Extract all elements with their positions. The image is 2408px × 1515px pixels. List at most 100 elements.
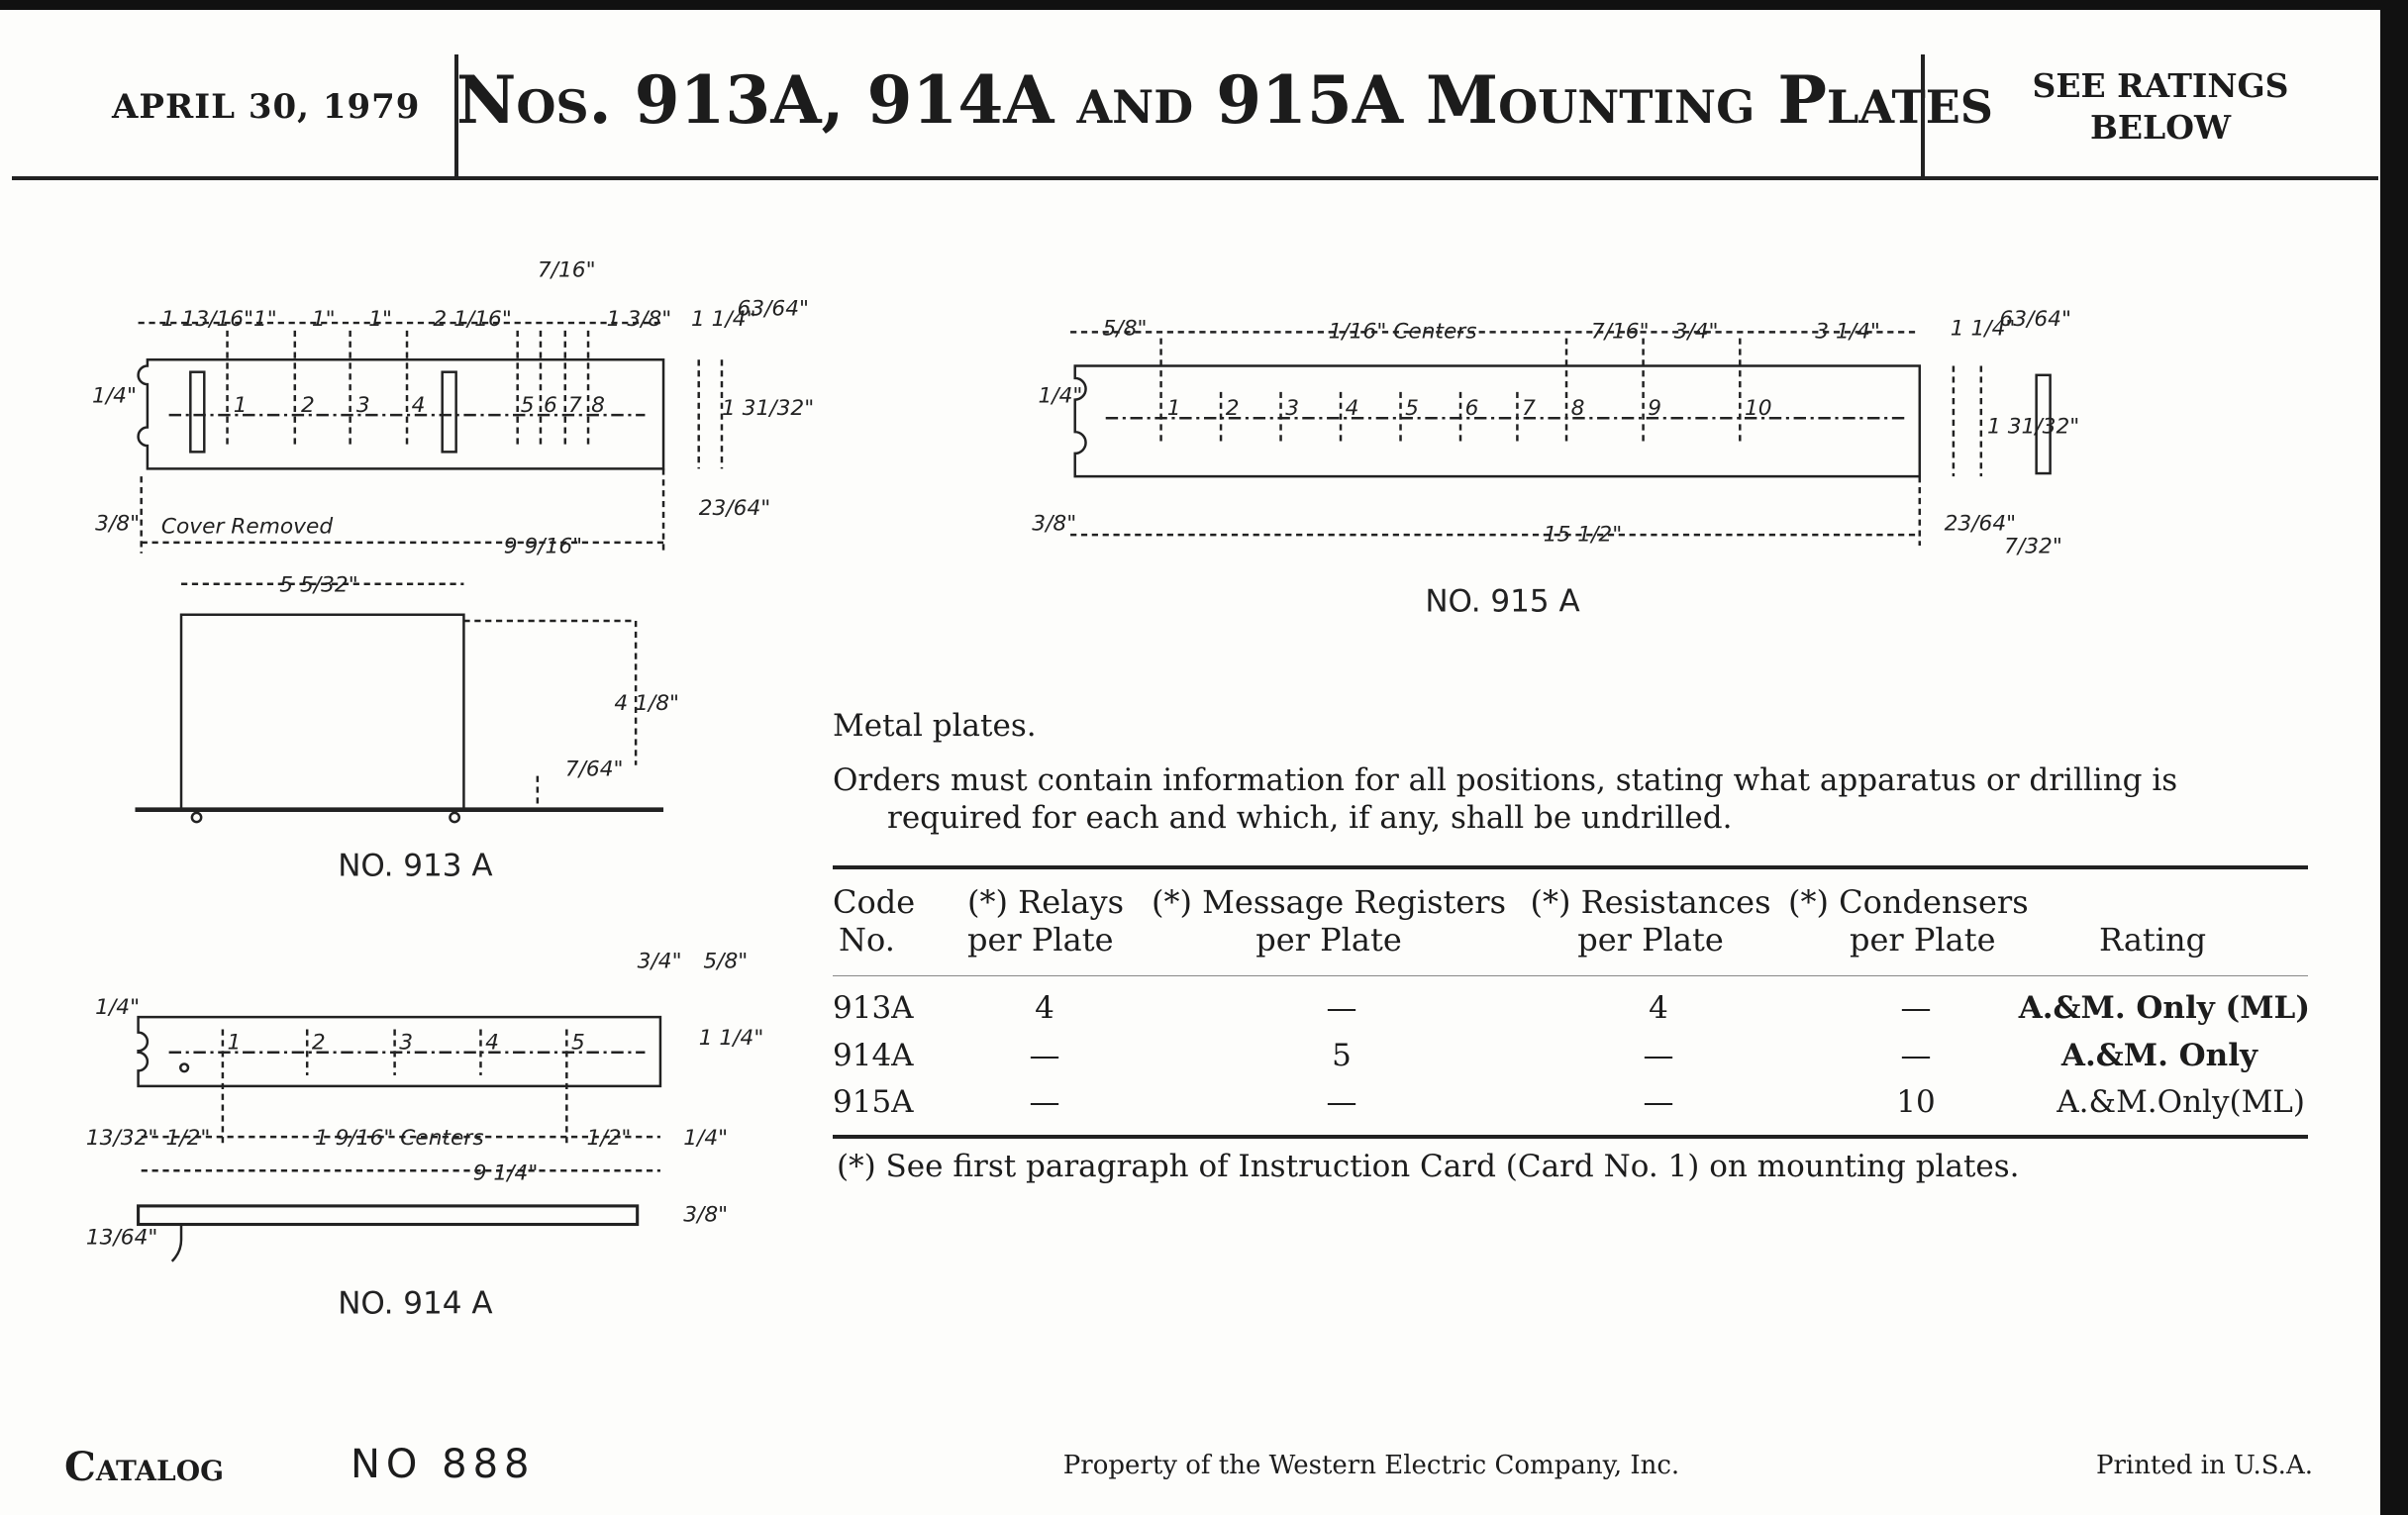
- position-number: 1: [228, 1031, 242, 1056]
- header-rating: Rating: [2099, 921, 2207, 959]
- drawing-label-914a: NO. 914 A: [338, 1285, 492, 1321]
- dim-label: 1/2": [166, 1126, 211, 1151]
- position-number: 7: [1522, 396, 1536, 421]
- position-number: 2: [312, 1031, 326, 1056]
- position-number: 7: [568, 393, 582, 418]
- dim-label: 1": [253, 307, 277, 332]
- dim-label: 23/64": [1945, 511, 2017, 536]
- dim-label: 1/4": [683, 1126, 728, 1151]
- drawing-label-913a: NO. 913 A: [338, 848, 492, 883]
- scan-edge-top: [0, 0, 2408, 10]
- scan-edge-right: [2380, 0, 2408, 1515]
- position-number: 5: [571, 1031, 585, 1056]
- dim-label: 1 31/32": [1987, 415, 2079, 440]
- header-rule: [833, 975, 2308, 976]
- dim-label: 4 1/8": [614, 691, 679, 716]
- dim-label: 7/16": [1591, 320, 1650, 345]
- footnote: (*) See first paragraph of Instruction C…: [837, 1149, 2020, 1184]
- page-title: Nos. 913A, 914A and 915A Mounting Plates: [456, 61, 1994, 139]
- dim-label: 23/64": [699, 496, 771, 521]
- ratings-line1: SEE RATINGS: [2032, 66, 2289, 105]
- position-number: 2: [1226, 396, 1240, 421]
- dim-label: 63/64": [737, 296, 809, 321]
- issue-date: APRIL 30, 1979: [112, 87, 421, 127]
- dim-label: 2 1/16": [433, 307, 511, 332]
- catalog-label: Catalog: [64, 1444, 225, 1490]
- dim-label: 7/64": [565, 758, 624, 782]
- dim-label: 63/64": [1999, 307, 2071, 332]
- dim-label: 1/2": [586, 1126, 631, 1151]
- plate-913a-top-view: [137, 321, 724, 810]
- dim-label: 3/8": [683, 1202, 728, 1227]
- position-number: 6: [1465, 396, 1479, 421]
- dim-label: 1/4": [92, 384, 137, 409]
- dim-label: 15 1/2": [1544, 522, 1622, 547]
- dim-label: 7/32": [2004, 535, 2062, 559]
- dim-label: 3/8": [95, 511, 140, 536]
- position-number: 3: [399, 1031, 413, 1056]
- position-number: 2: [301, 393, 315, 418]
- position-number: 5: [1405, 396, 1419, 421]
- position-number: 4: [1346, 396, 1359, 421]
- position-number: 10: [1745, 396, 1772, 421]
- position-number: 4: [412, 393, 426, 418]
- printed-in: Printed in U.S.A.: [2095, 1451, 2313, 1480]
- position-number: 5: [521, 393, 535, 418]
- dim-label: 1": [312, 307, 336, 332]
- plate-915a-top-view: [1070, 331, 2052, 546]
- metal-plates-text: Metal plates.: [833, 708, 1037, 744]
- dim-label: 13/64": [86, 1226, 158, 1251]
- dim-label: 3/4": [1674, 320, 1719, 345]
- table-bottom-rule: [833, 1135, 2308, 1139]
- table-top-rule: [833, 865, 2308, 869]
- dim-label: 3 1/4": [1815, 320, 1880, 345]
- dim-label: 1/4": [95, 995, 140, 1020]
- header-divider: [454, 54, 458, 178]
- dim-label: 13/32": [86, 1126, 158, 1151]
- orders-text-line2: required for each and which, if any, sha…: [887, 800, 1733, 836]
- position-number: 6: [544, 393, 557, 418]
- header-divider: [1921, 54, 1925, 178]
- property-notice: Property of the Western Electric Company…: [1062, 1451, 1680, 1480]
- position-number: 4: [485, 1031, 499, 1056]
- drawing-label-915a: NO. 915 A: [1425, 584, 1579, 620]
- dim-label: 1 1/4": [1951, 316, 2016, 341]
- dim-label: 1/4": [1038, 384, 1082, 409]
- position-number: 8: [1571, 396, 1585, 421]
- dim-label: 1 3/8": [607, 307, 672, 332]
- dim-label: 1 31/32": [722, 396, 814, 421]
- position-number: 3: [356, 393, 370, 418]
- position-number: 9: [1648, 396, 1661, 421]
- cover-removed-note: Cover Removed: [161, 515, 333, 540]
- ratings-line2: BELOW: [2089, 108, 2232, 147]
- dim-label: 1/16" Centers: [1329, 320, 1477, 345]
- orders-text-line1: Orders must contain information for all …: [833, 762, 2178, 798]
- dim-label: 5 5/32": [279, 572, 357, 597]
- catalog-number: NO 888: [351, 1442, 536, 1487]
- plate-914a-side-view: [137, 1204, 640, 1262]
- dim-label: 3/8": [1032, 511, 1076, 536]
- plate-914a-top-view: [137, 1015, 662, 1172]
- dim-label: 3/4": [638, 949, 682, 973]
- position-number: 1: [1167, 396, 1181, 421]
- plate-913a-side-view: [135, 613, 664, 824]
- position-number: 1: [234, 393, 248, 418]
- dim-label: 1 1/4": [699, 1026, 764, 1051]
- dim-label: 1": [368, 307, 392, 332]
- dim-label: 1 13/16": [161, 307, 253, 332]
- dim-label: 5/8": [1103, 316, 1148, 341]
- header-rule: [12, 176, 2378, 180]
- dim-label: 5/8": [703, 949, 748, 973]
- dim-label: 1 1/4": [691, 307, 756, 332]
- dim-label: 9 9/16": [504, 535, 582, 559]
- position-number: 8: [591, 393, 605, 418]
- dim-label: 7/16": [538, 258, 596, 283]
- dim-label: 9 1/4": [473, 1162, 539, 1186]
